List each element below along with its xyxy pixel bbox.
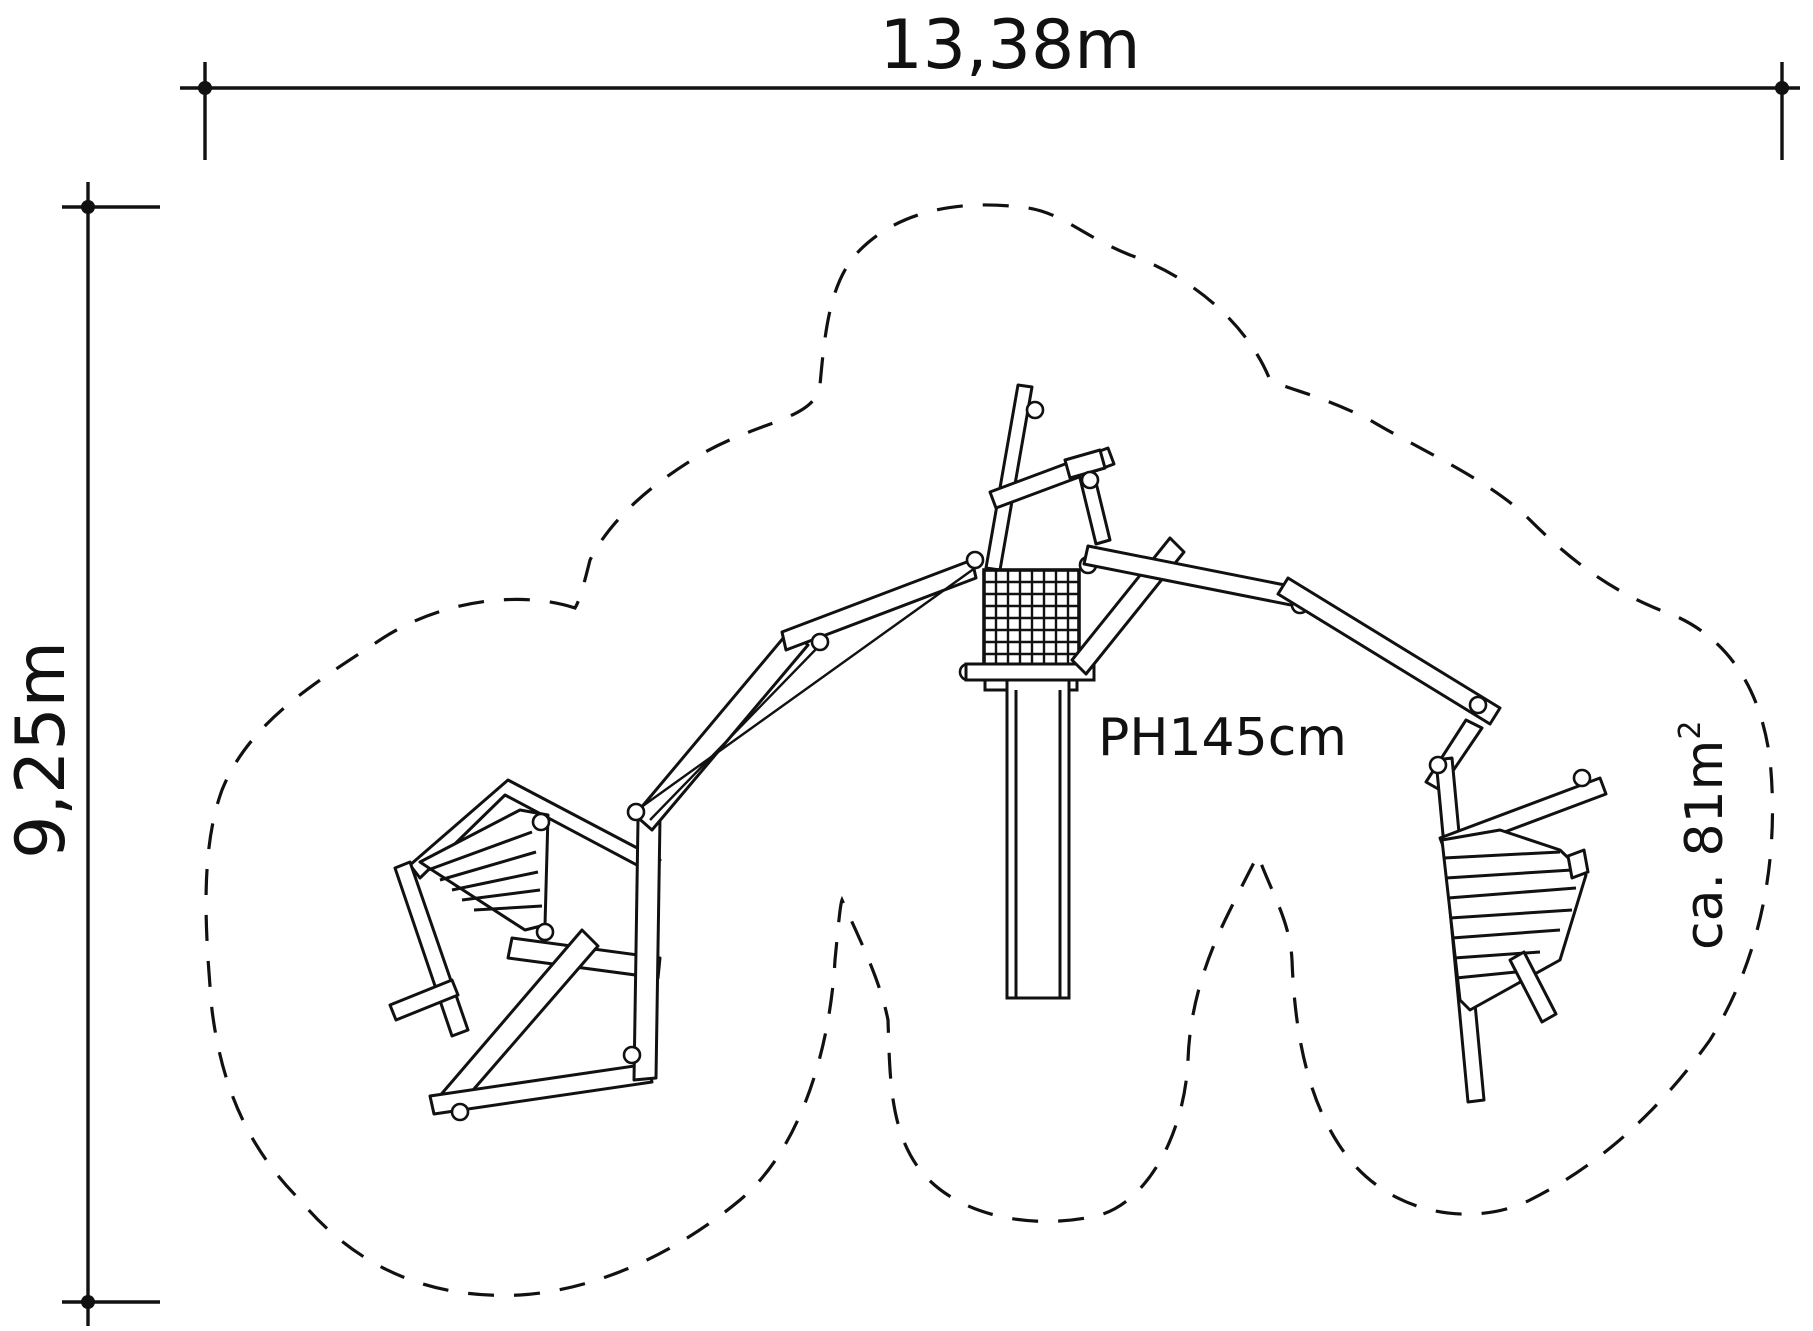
left-bridge-lower-beam: [633, 628, 810, 832]
right-bridge-upper-beam: [1082, 544, 1302, 608]
tower-cap: [1063, 448, 1107, 480]
height-dot-bottom: [81, 1295, 95, 1309]
right-ladder-rung-1: [1443, 850, 1561, 860]
width-dot-right: [1775, 81, 1789, 95]
platform-height-label: PH145cm: [1098, 708, 1347, 768]
joint-4: [450, 1102, 470, 1122]
right-ladder-rung-4: [1449, 908, 1573, 920]
area-label-value: ca. 81m: [1675, 740, 1735, 950]
joint-6: [810, 632, 830, 652]
left-frame-bottom-beam: [428, 1062, 654, 1116]
width-label: 13,38m: [880, 6, 1141, 85]
joint-15: [1572, 768, 1592, 788]
height-dot-top: [81, 200, 95, 214]
left-ladder-rung-5: [473, 904, 543, 912]
left-bridge-upper-beam: [780, 558, 978, 652]
area-label-superscript: 2: [1673, 721, 1708, 740]
climbing-net-grid: [984, 570, 1079, 666]
left-ladder-rung-3: [451, 870, 539, 892]
joint-9: [965, 550, 985, 570]
right-ladder-rung-5: [1451, 928, 1561, 940]
left-frame-foot: [388, 978, 460, 1022]
right-bridge-lower-beam: [1276, 576, 1502, 726]
area-label-group: ca. 81m2: [1673, 721, 1735, 950]
width-dot-left: [198, 81, 212, 95]
right-climbing-frame: [1428, 755, 1608, 1104]
joint-14: [1428, 755, 1448, 775]
joint-2: [535, 922, 555, 942]
joint-3: [622, 1045, 642, 1065]
joint-1: [531, 812, 551, 832]
joint-7: [1025, 400, 1045, 420]
right-ladder-rung-3: [1447, 886, 1577, 900]
platform-edge: [964, 662, 1096, 682]
joint-5: [626, 802, 646, 822]
left-ladder-rung-1: [427, 830, 533, 872]
height-label: 9,25m: [2, 641, 81, 859]
width-dimension: 13,38m: [180, 6, 1800, 160]
right-frame-stub: [1566, 848, 1590, 880]
left-climbing-frame: [388, 778, 662, 1122]
left-bridge-rope-2: [649, 644, 821, 821]
joint-13: [1468, 695, 1488, 715]
right-ladder-rung-7: [1455, 970, 1517, 980]
right-frame-brace: [1508, 950, 1558, 1024]
safety-zone-outline: [204, 203, 1775, 1298]
area-label: ca. 81m2: [1673, 721, 1735, 950]
left-ladder-rung-2: [439, 850, 537, 882]
play-structure: [388, 383, 1608, 1122]
central-tower: [958, 383, 1116, 1000]
left-bridge-rope: [639, 567, 976, 809]
left-frame-post: [632, 816, 662, 1082]
height-dimension: 9,25m: [2, 182, 160, 1326]
left-bridge: [626, 558, 978, 832]
left-ladder-rung-4: [461, 888, 541, 902]
joint-8: [1080, 470, 1100, 490]
left-ladder-body: [418, 808, 550, 932]
right-ladder-rung-2: [1445, 868, 1573, 880]
